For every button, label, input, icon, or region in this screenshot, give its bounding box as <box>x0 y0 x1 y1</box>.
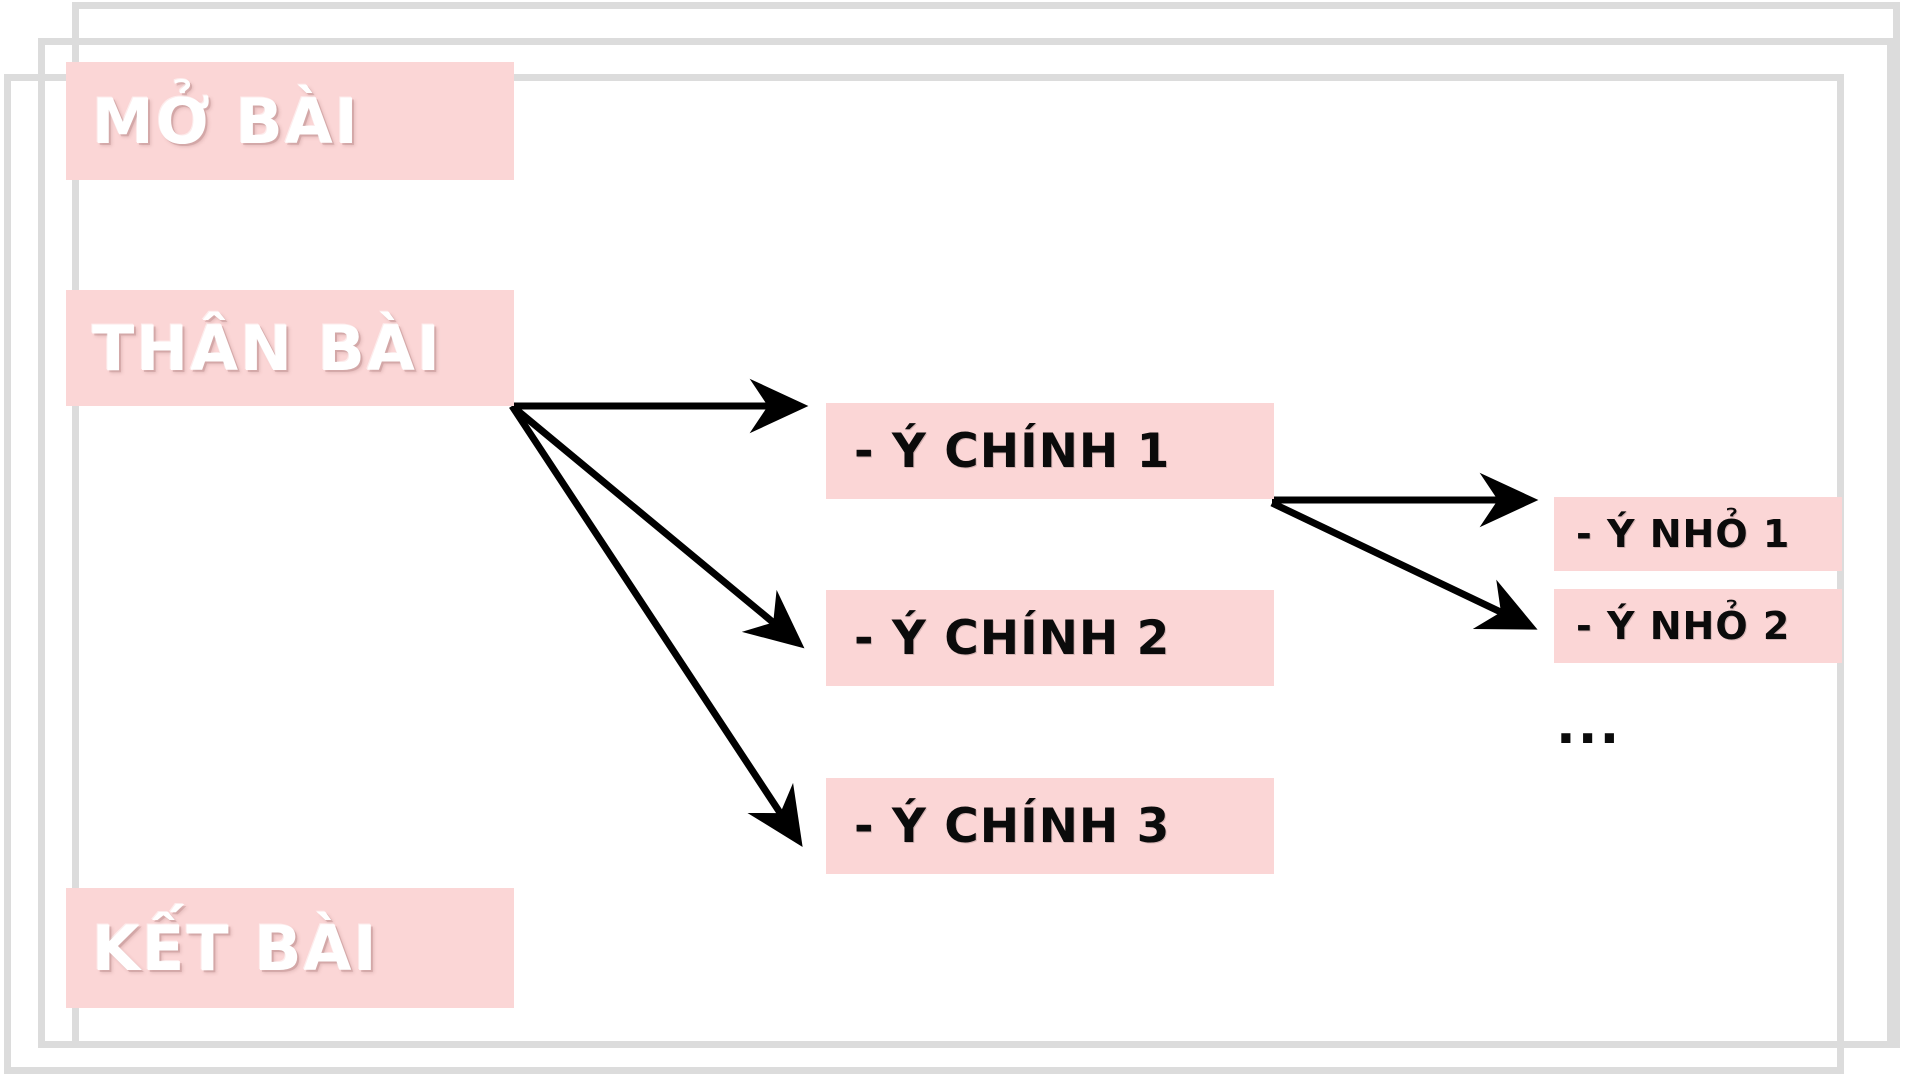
section-than-bai[interactable]: THÂN BÀI <box>66 290 514 406</box>
arrow-y-chinh-1-to-y-nho-2 <box>1270 499 1538 630</box>
section-mo-bai-label: MỞ BÀI <box>92 84 360 158</box>
main-point-2[interactable]: - Ý CHÍNH 2 <box>826 590 1274 686</box>
main-point-1-label: - Ý CHÍNH 1 <box>854 423 1171 479</box>
arrow-than-bai-to-y-chinh-2 <box>509 403 805 649</box>
section-than-bai-label: THÂN BÀI <box>92 311 442 385</box>
sub-point-2[interactable]: - Ý NHỎ 2 <box>1554 589 1842 663</box>
section-mo-bai[interactable]: MỞ BÀI <box>66 62 514 180</box>
main-point-1[interactable]: - Ý CHÍNH 1 <box>826 403 1274 499</box>
sub-point-2-label: - Ý NHỎ 2 <box>1576 604 1791 648</box>
more-sub-points-indicator: ... <box>1556 696 1622 756</box>
main-point-3[interactable]: - Ý CHÍNH 3 <box>826 778 1274 874</box>
section-ket-bai[interactable]: KẾT BÀI <box>66 888 514 1008</box>
section-ket-bai-label: KẾT BÀI <box>92 911 379 985</box>
sub-point-1[interactable]: - Ý NHỎ 1 <box>1554 497 1842 571</box>
main-point-3-label: - Ý CHÍNH 3 <box>854 798 1171 854</box>
main-point-2-label: - Ý CHÍNH 2 <box>854 610 1171 666</box>
arrow-than-bai-to-y-chinh-3 <box>509 404 803 848</box>
sub-point-1-label: - Ý NHỎ 1 <box>1576 512 1791 556</box>
